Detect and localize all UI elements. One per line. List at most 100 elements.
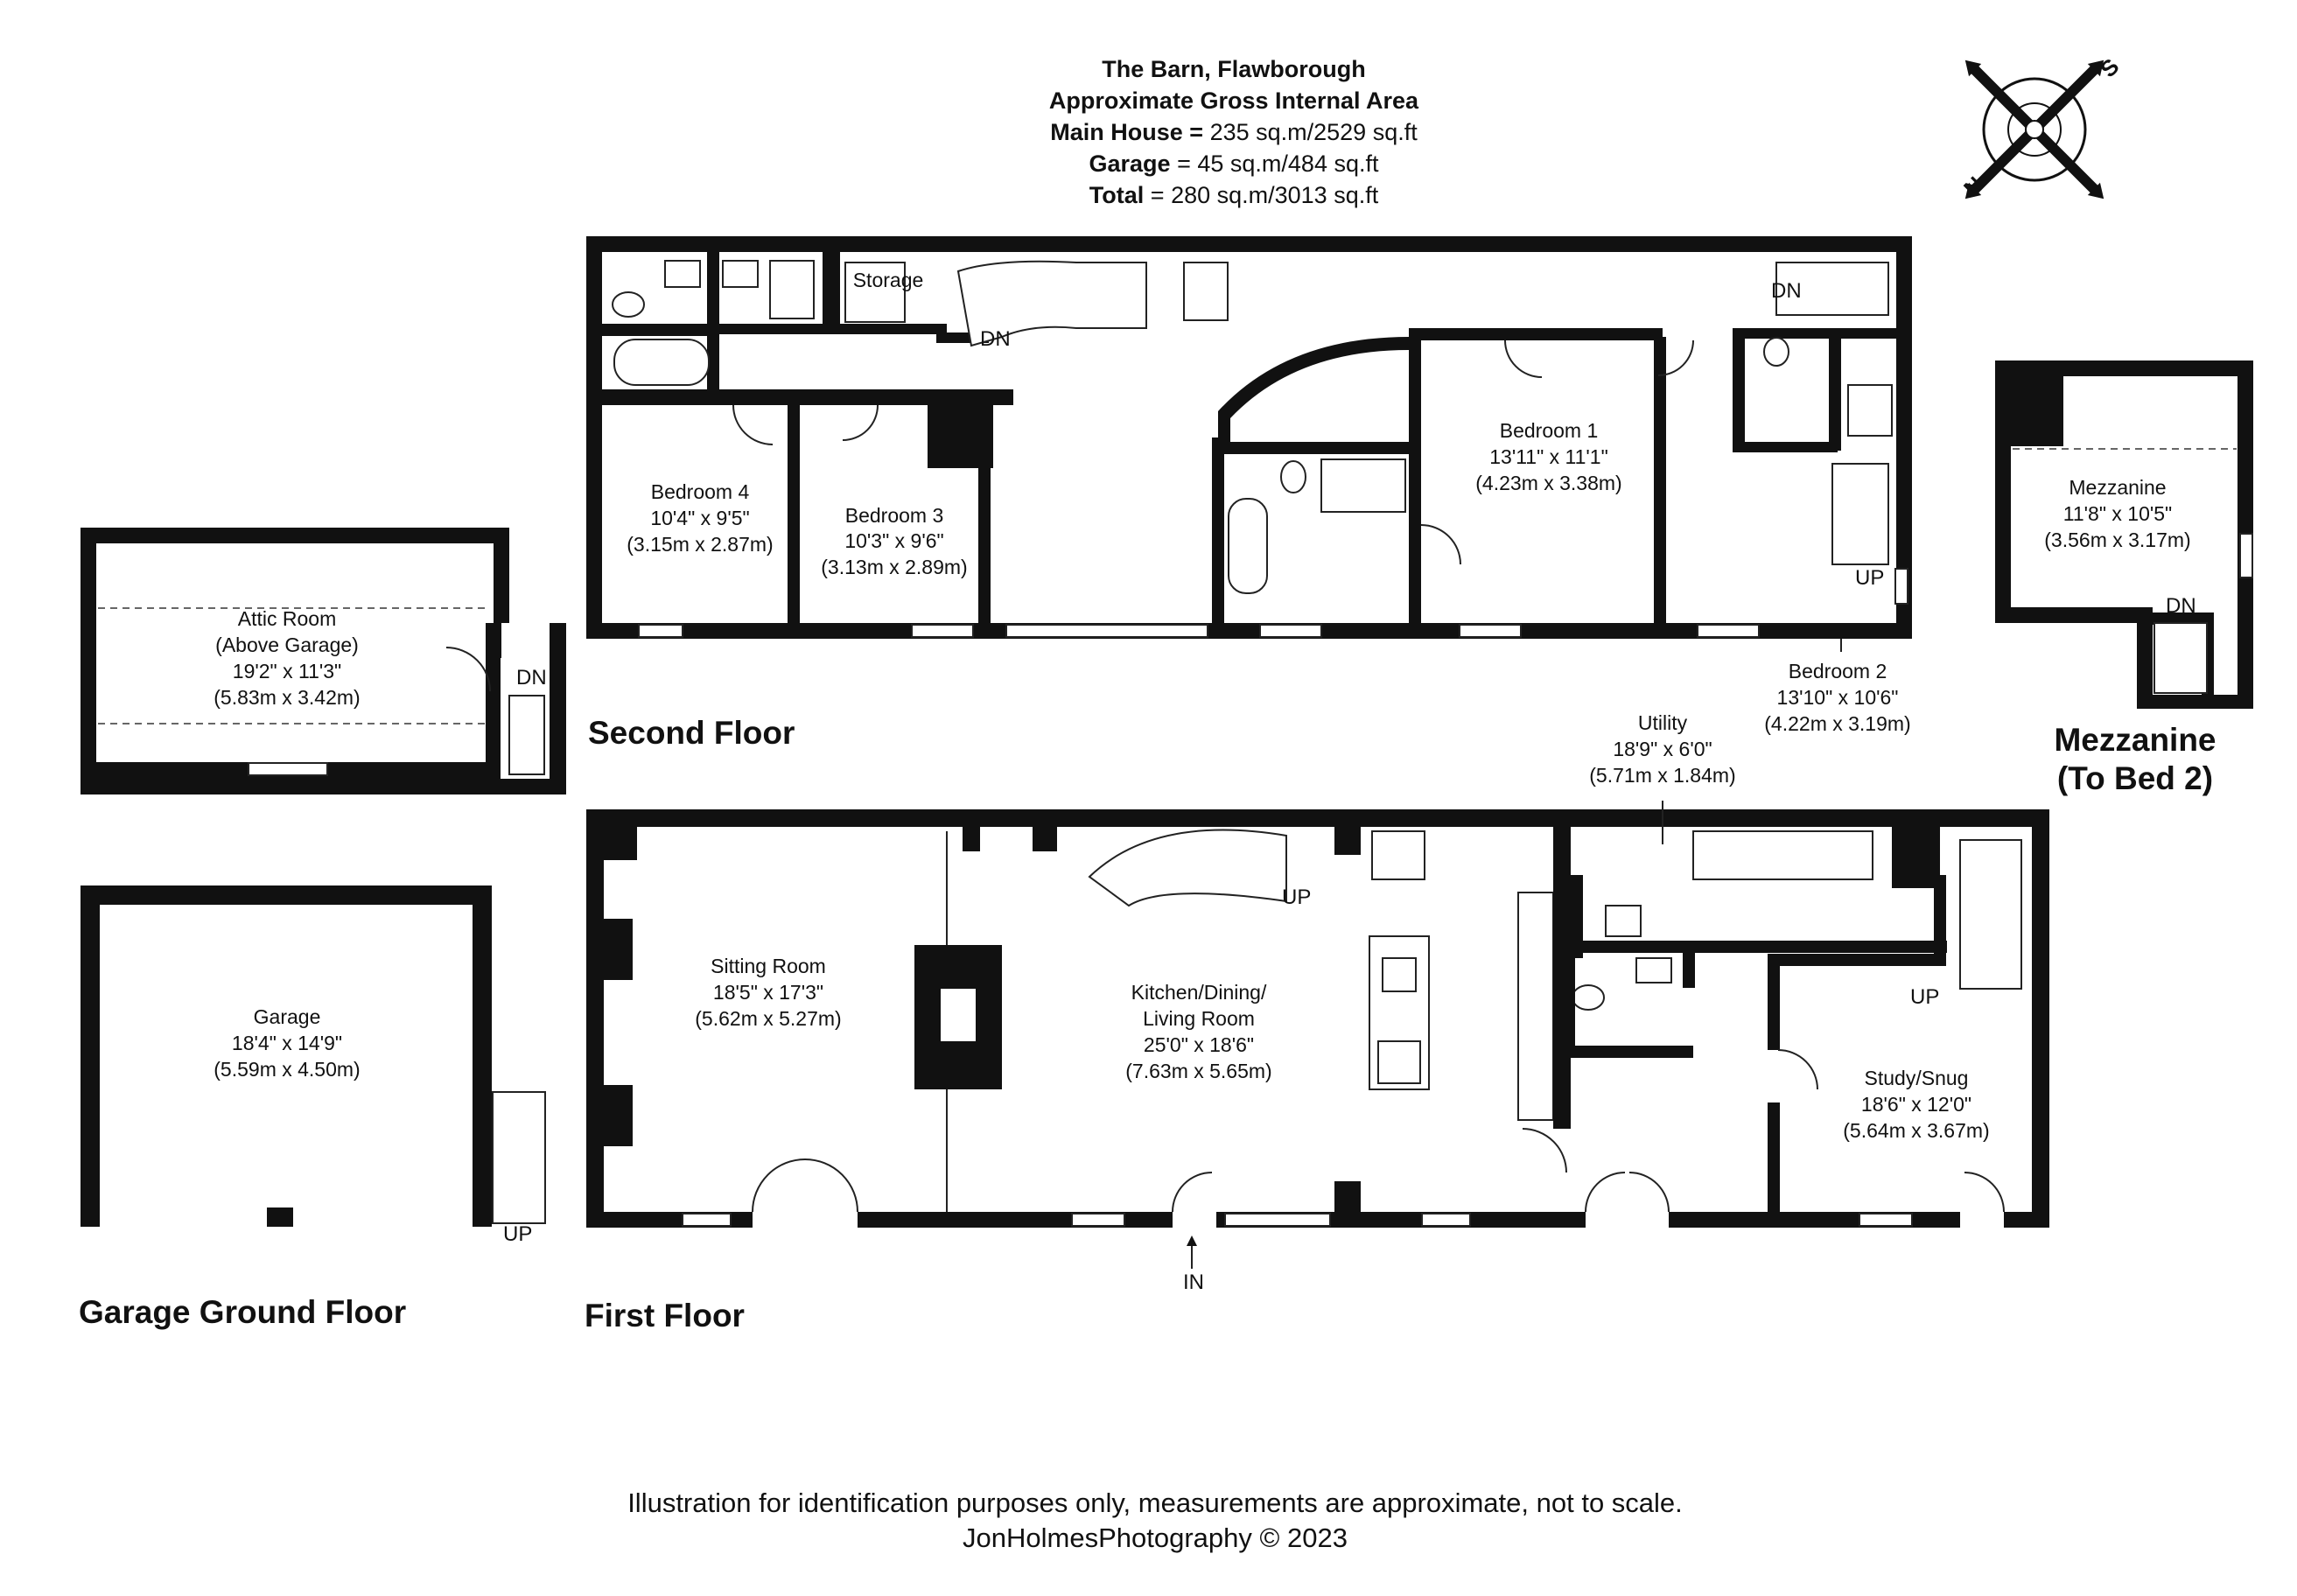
- staircase: [508, 695, 545, 775]
- staircase: [956, 260, 1147, 347]
- mezzanine-size-metric: (3.56m x 3.17m): [2044, 528, 2190, 551]
- room-size-metric: (5.62m x 5.27m): [695, 1007, 841, 1030]
- room-size-imperial: 10'4" x 9'5": [650, 507, 749, 529]
- cooker-hood: [1371, 830, 1425, 880]
- room-name: Study/Snug: [1865, 1067, 1969, 1089]
- stair-up-label: UP: [1282, 886, 1311, 909]
- area-header: The Barn, Flawborough Approximate Gross …: [1049, 56, 1419, 208]
- staircase: [492, 1091, 546, 1224]
- mezzanine-floor-sublabel: (To Bed 2): [2057, 760, 2213, 796]
- room-size-imperial: 18'5" x 17'3": [713, 981, 823, 1004]
- kitchen-dining-living-room: Kitchen/Dining/ Living Room 25'0" x 18'6…: [1125, 981, 1271, 1082]
- sitting-room: Sitting Room 18'5" x 17'3" (5.62m x 5.27…: [695, 955, 841, 1030]
- staircase: [1831, 463, 1889, 565]
- mezzanine-plan: Mezzanine 11'8" x 10'5" (3.56m x 3.17m) …: [1995, 360, 2253, 709]
- room-name: Bedroom 4: [651, 480, 750, 503]
- stair-up-label: UP: [1910, 985, 1939, 1009]
- room-name-line2: Living Room: [1143, 1007, 1255, 1030]
- staircase: [1959, 839, 2022, 990]
- toilet: [1572, 984, 1605, 1011]
- mezzanine-floor-label: Mezzanine: [2054, 722, 2216, 758]
- garage-size-imperial: 18'4" x 14'9": [232, 1032, 342, 1054]
- garage-plan: Garage 18'4" x 14'9" (5.59m x 4.50m) UP: [81, 886, 546, 1246]
- compass-s-label: S: [2095, 53, 2124, 82]
- room-size-metric: (5.64m x 3.67m): [1843, 1119, 1989, 1142]
- garage-room-name: Garage: [254, 1005, 321, 1028]
- room-size-metric: (3.15m x 2.87m): [627, 533, 773, 556]
- room-name: Sitting Room: [711, 955, 826, 977]
- attic-room-name: Attic Room: [238, 607, 336, 630]
- mezzanine-room-name: Mezzanine: [2069, 476, 2166, 499]
- room-size-metric: (4.22m x 3.19m): [1764, 712, 1910, 735]
- first-floor-plan: UP UP: [586, 809, 2049, 1294]
- bath-tub: [1228, 498, 1268, 594]
- attic-size-imperial: 19'2" x 11'3": [233, 660, 341, 682]
- attic-size-metric: (5.83m x 3.42m): [214, 686, 360, 709]
- room-size-imperial: 13'11" x 11'1": [1489, 445, 1608, 468]
- shower: [1847, 384, 1893, 437]
- utility-cabinets: [1692, 830, 1873, 880]
- basin: [1635, 957, 1672, 984]
- room-name: Utility: [1638, 711, 1688, 734]
- room-size-imperial: 18'6" x 12'0": [1861, 1093, 1971, 1116]
- room-size-imperial: 10'3" x 9'6": [844, 529, 943, 552]
- attic-room-sub: (Above Garage): [215, 634, 359, 656]
- shower: [1320, 458, 1406, 513]
- mezzanine-size-imperial: 11'8" x 10'5": [2063, 502, 2172, 525]
- toilet: [612, 291, 645, 318]
- bedroom-2: Bedroom 2 13'10" x 10'6" (4.22m x 3.19m): [1764, 660, 1910, 735]
- stair-dn-label: DN: [1771, 279, 1802, 303]
- second-floor-plan: Storage Bedroom 4: [586, 236, 1912, 735]
- main-house-area: Main House = 235 sq.m/2529 sq.ft: [1050, 119, 1418, 145]
- room-size-metric: (3.13m x 2.89m): [821, 556, 967, 578]
- copyright-text: JonHolmesPhotography © 2023: [963, 1522, 1348, 1553]
- bedroom-3: Bedroom 3 10'3" x 9'6" (3.13m x 2.89m): [821, 504, 967, 578]
- room-size-imperial: 13'10" x 10'6": [1777, 686, 1899, 709]
- staircase: [1775, 262, 1889, 316]
- stair-dn-label: DN: [980, 327, 1011, 351]
- garage-ground-floor-label: Garage Ground Floor: [79, 1294, 406, 1330]
- bedroom-4: Bedroom 4 10'4" x 9'5" (3.15m x 2.87m): [627, 480, 773, 556]
- room-name: Kitchen/Dining/: [1131, 981, 1267, 1004]
- garage-size-metric: (5.59m x 4.50m): [214, 1058, 360, 1081]
- toilet: [1280, 460, 1306, 494]
- bedroom-1: Bedroom 1 13'11" x 11'1" (4.23m x 3.38m): [1475, 419, 1621, 494]
- sink: [1382, 957, 1417, 992]
- plan-title: The Barn, Flawborough: [1102, 56, 1366, 82]
- disclaimer-text: Illustration for identification purposes…: [627, 1488, 1683, 1518]
- garage-area-label: Garage: [1089, 150, 1171, 177]
- main-house-value: 235 sq.m/2529 sq.ft: [1210, 119, 1418, 145]
- total-area-value: = 280 sq.m/3013 sq.ft: [1151, 182, 1379, 208]
- hob: [1377, 1040, 1421, 1084]
- storage-label: Storage: [853, 269, 924, 291]
- total-area: Total = 280 sq.m/3013 sq.ft: [1089, 182, 1379, 208]
- stair-up-label: UP: [503, 1222, 532, 1246]
- stair-dn-label: DN: [2166, 594, 2196, 618]
- utility-room: Utility 18'9" x 6'0" (5.71m x 1.84m): [1589, 711, 1736, 844]
- garage-area: Garage = 45 sq.m/484 sq.ft: [1089, 150, 1379, 177]
- total-area-label: Total: [1089, 182, 1145, 208]
- first-floor-label: First Floor: [585, 1298, 745, 1334]
- second-floor-label: Second Floor: [588, 715, 795, 751]
- basin: [722, 260, 759, 288]
- room-size-metric: (5.71m x 1.84m): [1589, 764, 1735, 787]
- attic-plan: Attic Room (Above Garage) 19'2" x 11'3" …: [81, 528, 566, 794]
- kitchen-counter: [1517, 892, 1554, 1121]
- shower: [769, 260, 815, 319]
- basin: [664, 260, 701, 288]
- compass-rose-icon: N S: [1958, 53, 2124, 201]
- study-snug: Study/Snug 18'6" x 12'0" (5.64m x 3.67m): [1843, 1067, 1989, 1142]
- room-size-metric: (7.63m x 5.65m): [1125, 1060, 1271, 1082]
- shower: [1183, 262, 1229, 321]
- room-name: Bedroom 3: [845, 504, 944, 527]
- entrance-in-label: IN: [1183, 1270, 1204, 1294]
- room-size-imperial: 18'9" x 6'0": [1613, 738, 1712, 760]
- main-house-label: Main House =: [1050, 119, 1203, 145]
- sink: [1605, 905, 1642, 937]
- garage-area-value: = 45 sq.m/484 sq.ft: [1177, 150, 1379, 177]
- room-name: Bedroom 1: [1500, 419, 1599, 442]
- room-size-imperial: 25'0" x 18'6": [1144, 1033, 1254, 1056]
- plan-subtitle: Approximate Gross Internal Area: [1049, 88, 1419, 114]
- toilet: [1763, 337, 1789, 367]
